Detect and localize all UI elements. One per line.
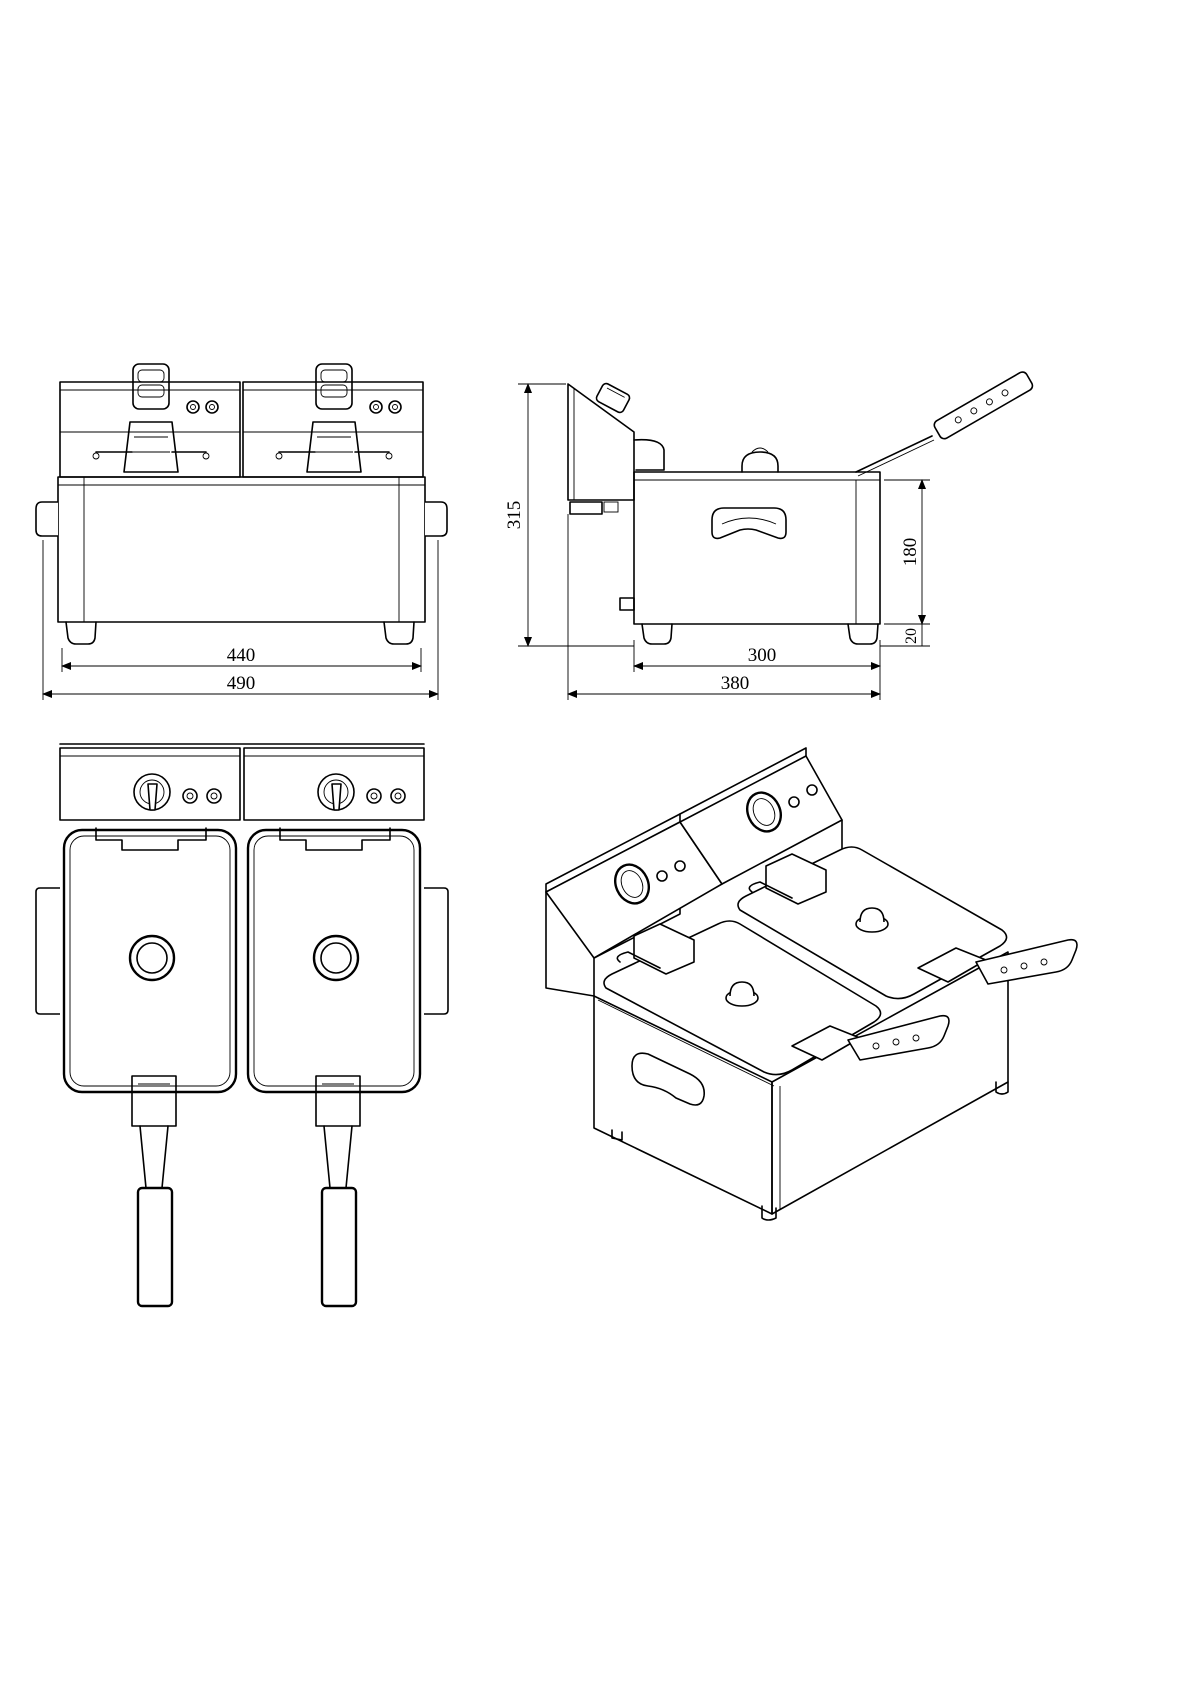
front-tank-body [57, 476, 426, 623]
front-view: 440 490 [35, 363, 448, 700]
side-tank-handle [711, 507, 787, 540]
top-view [35, 743, 449, 1308]
front-right-foot [383, 621, 415, 645]
dim-label-300: 300 [748, 645, 777, 666]
side-thermostat-knob [595, 382, 631, 414]
side-view: 315 180 20 300 380 [504, 371, 1034, 700]
dim-label-180: 180 [900, 538, 921, 567]
front-right-fryer-head [242, 363, 424, 478]
left-side-handle [35, 501, 58, 537]
iso-left-lid-knob [729, 981, 755, 997]
dim-label-490: 490 [227, 673, 256, 694]
front-left-foot [65, 621, 97, 645]
dim-label-20: 20 [903, 628, 920, 644]
dim-label-380: 380 [721, 673, 750, 694]
front-left-fryer-head [59, 363, 241, 478]
iso-tank-handle [631, 1052, 706, 1106]
iso-left-thermostat-knob [614, 863, 650, 905]
iso-right-thermostat-knob [746, 791, 782, 833]
side-tank-body [633, 471, 881, 625]
right-side-handle [425, 501, 448, 537]
side-basket-handle [933, 371, 1034, 440]
dim-label-315: 315 [504, 501, 525, 530]
isometric-view [545, 747, 1078, 1221]
side-lid-knob [741, 451, 779, 473]
iso-right-basket-handle [975, 938, 1078, 985]
top-left-fryer [58, 746, 242, 1308]
top-left-side-handle [35, 887, 60, 1015]
iso-right-lid-knob [859, 907, 885, 923]
top-right-fryer [242, 746, 426, 1308]
dim-label-440: 440 [227, 645, 256, 666]
top-right-side-handle [424, 887, 449, 1015]
iso-left-basket-handle [847, 1014, 950, 1061]
